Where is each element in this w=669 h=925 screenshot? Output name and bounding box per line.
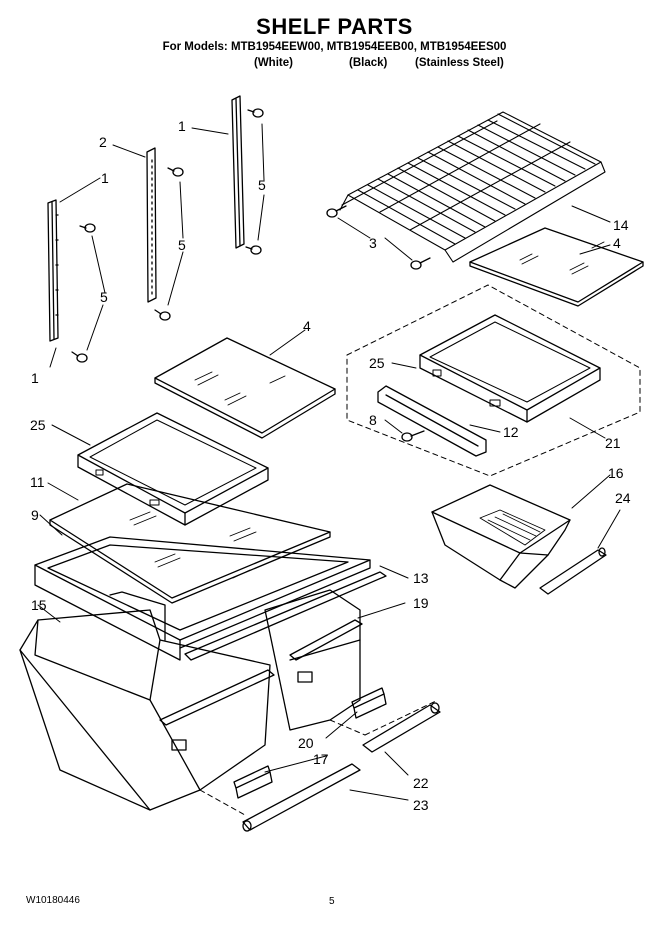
screws	[71, 108, 264, 363]
callout-1-bottom: 1	[31, 370, 39, 386]
callout-22: 22	[413, 775, 429, 791]
color-stainless: (Stainless Steel)	[415, 57, 504, 69]
callout-4-left: 4	[303, 318, 311, 334]
wire-shelf	[339, 111, 606, 263]
dashed-guides	[199, 699, 439, 816]
callout-9: 9	[31, 507, 39, 523]
callout-23: 23	[413, 797, 429, 813]
callout-14: 14	[613, 217, 629, 233]
callout-16: 16	[608, 465, 624, 481]
shelf-wires	[357, 113, 596, 245]
callout-1-mid: 1	[101, 170, 109, 186]
model-list: For Models: MTB1954EEW00, MTB1954EEB00, …	[162, 41, 507, 53]
handle-19	[159, 619, 363, 726]
callout-25-left: 25	[30, 417, 46, 433]
callout-labels: 1 2 1 1 5 5 5 3 14 4 4 25 8 12 21 16 24 …	[30, 118, 631, 813]
crisper-drawer-left	[19, 591, 271, 811]
right-rail	[231, 95, 245, 249]
middle-rail	[146, 147, 157, 303]
callout-13: 13	[413, 570, 429, 586]
color-white: (White)	[254, 57, 293, 69]
callout-25-right: 25	[369, 355, 385, 371]
screw	[167, 167, 184, 177]
callout-1-top: 1	[178, 118, 186, 134]
left-rail	[47, 199, 59, 342]
callout-19: 19	[413, 595, 429, 611]
trim-24	[539, 547, 607, 595]
crisper-drawer-right	[264, 589, 361, 731]
shelf-25-small	[419, 314, 601, 423]
glass-shelf-right	[469, 227, 644, 307]
glide-20	[351, 687, 387, 719]
callout-20: 20	[298, 735, 314, 751]
callout-2: 2	[99, 134, 107, 150]
shelf-brackets	[326, 205, 431, 270]
callout-3: 3	[369, 235, 377, 251]
callout-21: 21	[605, 435, 621, 451]
callout-24: 24	[615, 490, 631, 506]
trim-13	[184, 571, 387, 661]
callout-17: 17	[313, 751, 329, 767]
trim-22	[362, 702, 441, 753]
callout-5-mid: 5	[178, 237, 186, 253]
screw	[79, 223, 96, 233]
trim-23	[242, 763, 361, 832]
callout-5-left: 5	[100, 289, 108, 305]
crisper-cover-frame	[34, 536, 371, 661]
shelf-25-large	[77, 412, 269, 526]
callout-4-right: 4	[613, 235, 621, 251]
screw	[71, 351, 88, 363]
screw	[247, 108, 264, 118]
callout-15: 15	[31, 597, 47, 613]
screw-8	[401, 430, 425, 442]
callout-11: 11	[30, 474, 45, 490]
callout-8: 8	[369, 412, 377, 428]
glass-shelf-left	[154, 337, 336, 439]
color-black: (Black)	[349, 57, 388, 69]
screw	[154, 309, 171, 321]
callout-5-right: 5	[258, 177, 266, 193]
callout-12: 12	[503, 424, 519, 440]
assembly-outline-21	[346, 284, 641, 477]
page-title: SHELF PARTS	[256, 14, 413, 39]
glide-17	[233, 765, 273, 799]
glass-shelf-11	[49, 483, 331, 604]
page-number: 5	[329, 896, 335, 907]
document-number: W10180446	[26, 895, 80, 906]
bin-16	[431, 484, 571, 589]
shelf-support-12	[377, 385, 487, 457]
leader-lines	[37, 123, 621, 801]
screw	[245, 245, 262, 255]
